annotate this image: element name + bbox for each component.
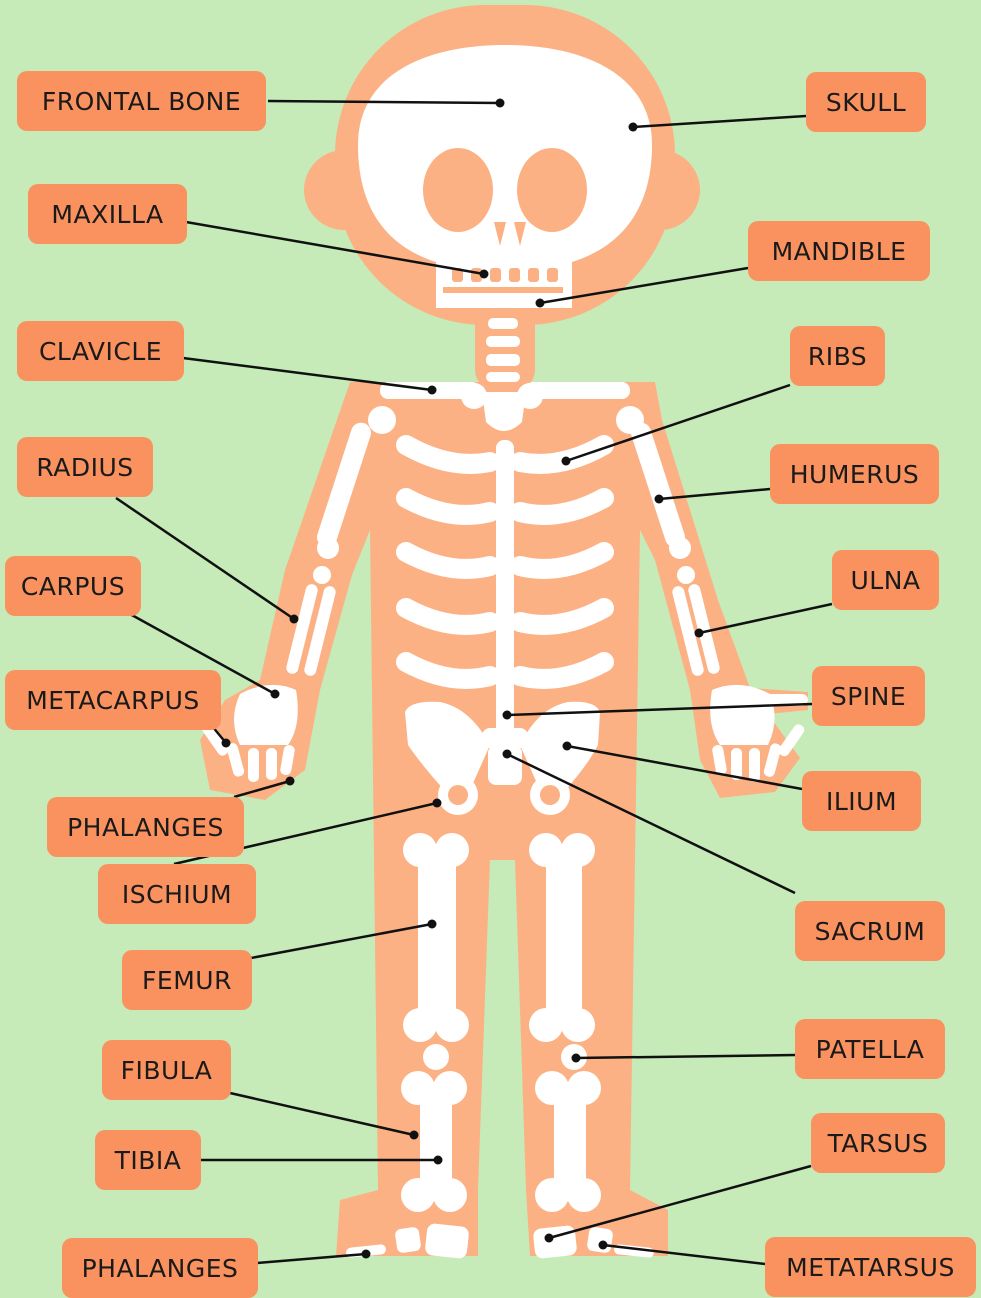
label-sacrum: SACRUM	[795, 901, 945, 961]
label-skull: SKULL	[806, 72, 926, 132]
label-metatarsus: METATARSUS	[765, 1237, 976, 1297]
label-phalanges-hand: PHALANGES	[47, 797, 244, 857]
label-tibia: TIBIA	[95, 1130, 201, 1190]
label-maxilla: MAXILLA	[28, 184, 187, 244]
label-fibula: FIBULA	[102, 1040, 231, 1100]
label-mandible: MANDIBLE	[748, 221, 930, 281]
label-femur: FEMUR	[122, 950, 252, 1010]
label-ulna: ULNA	[832, 550, 939, 610]
label-frontal-bone: FRONTAL BONE	[17, 71, 266, 131]
label-clavicle: CLAVICLE	[17, 321, 184, 381]
label-phalanges-foot: PHALANGES	[62, 1238, 258, 1298]
label-carpus: CARPUS	[5, 556, 141, 616]
label-tarsus: TARSUS	[811, 1113, 945, 1173]
label-humerus: HUMERUS	[770, 444, 939, 504]
label-radius: RADIUS	[17, 437, 153, 497]
label-ribs: RIBS	[790, 326, 885, 386]
label-patella: PATELLA	[795, 1019, 945, 1079]
label-ilium: ILIUM	[802, 771, 921, 831]
label-spine: SPINE	[812, 666, 925, 726]
label-metacarpus: METACARPUS	[5, 670, 221, 730]
label-ischium: ISCHIUM	[98, 864, 256, 924]
spine-graphic	[496, 440, 514, 740]
